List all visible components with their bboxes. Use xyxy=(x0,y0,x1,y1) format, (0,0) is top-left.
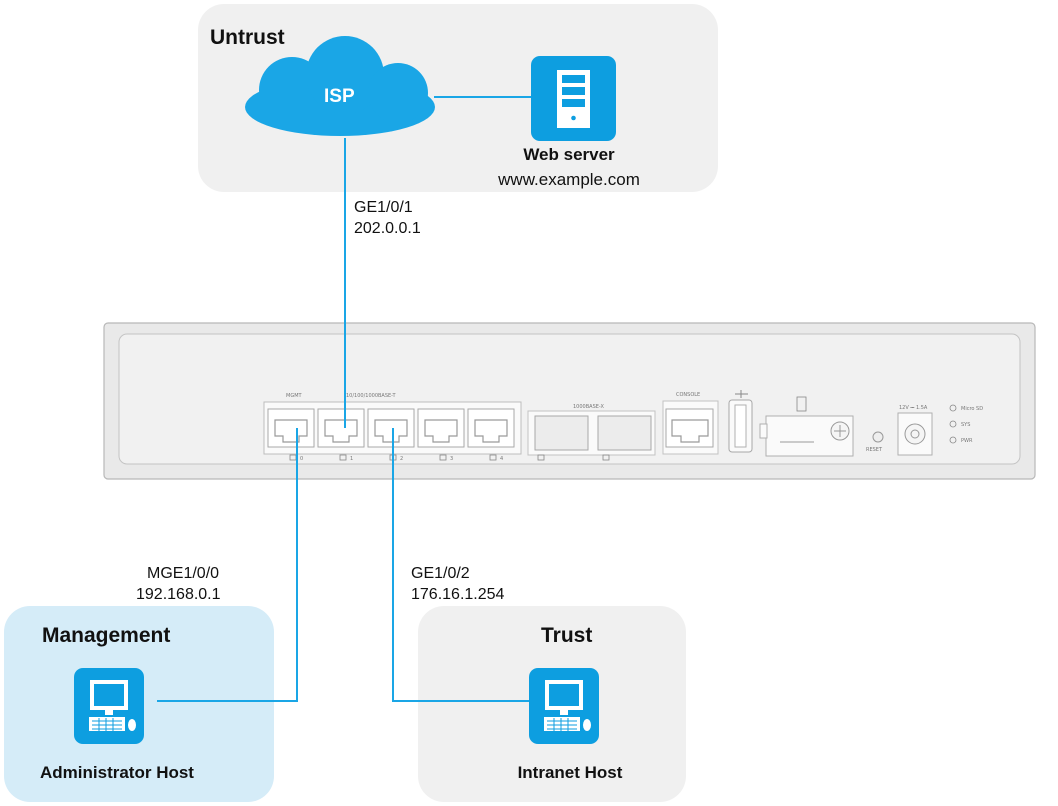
sfp-ports-label: 1000BASE-X xyxy=(573,404,604,410)
rj45-port-1[interactable] xyxy=(317,408,365,448)
reset-label: RESET xyxy=(866,447,883,453)
admin-host-label: Administrator Host xyxy=(40,763,194,782)
sfp-port-group xyxy=(527,410,656,461)
isp-cloud-icon xyxy=(245,36,435,136)
firewall-device: MGMT 10/100/1000BASE-T 1000BASE-X CONSOL… xyxy=(103,322,1036,480)
web-server-url: www.example.com xyxy=(498,170,640,189)
network-links xyxy=(157,96,533,702)
rj45-port-0[interactable] xyxy=(267,408,315,448)
led-label-sys: SYS xyxy=(961,422,970,428)
sfp-port-1[interactable] xyxy=(534,415,589,451)
console-port[interactable] xyxy=(662,400,719,455)
console-port-label: CONSOLE xyxy=(676,392,700,398)
rj45-port-4[interactable] xyxy=(467,408,515,448)
trust-zone-title: Trust xyxy=(541,624,593,647)
admin-host-icon xyxy=(74,668,144,744)
intranet-host-label: Intranet Host xyxy=(517,763,623,782)
untrust-zone-title: Untrust xyxy=(210,26,285,49)
rj45-port-2[interactable] xyxy=(367,408,415,448)
sfp-port-2[interactable] xyxy=(597,415,652,451)
link-ge1-0-2-intranet xyxy=(392,428,532,702)
port-number-2: 2 xyxy=(400,456,403,462)
copper-ports-label: 10/100/1000BASE-T xyxy=(346,393,397,399)
intranet-host-icon xyxy=(529,668,599,744)
mgmt-interface-ip: 192.168.0.1 xyxy=(136,586,221,603)
web-server-name: Web server xyxy=(523,145,615,164)
led-label-pwr: PWR xyxy=(961,438,973,444)
wan-interface-name: GE1/0/1 xyxy=(354,199,413,216)
link-mge1-0-0-admin xyxy=(157,428,298,702)
port-led-row: 0 1 2 3 4 xyxy=(289,454,503,462)
lan-interface-name: GE1/0/2 xyxy=(411,565,470,582)
mgmt-port-label: MGMT xyxy=(286,393,303,399)
rj45-port-3[interactable] xyxy=(417,408,465,448)
port-number-3: 3 xyxy=(450,456,453,462)
management-zone-title: Management xyxy=(42,624,171,647)
led-label-microsd: Micro SD xyxy=(961,406,983,412)
port-number-4: 4 xyxy=(500,456,503,462)
port-number-1: 1 xyxy=(350,456,353,462)
wan-interface-ip: 202.0.0.1 xyxy=(354,220,421,237)
reset-button[interactable] xyxy=(872,431,884,443)
web-server-icon xyxy=(531,56,616,141)
mgmt-interface-name: MGE1/0/0 xyxy=(147,565,220,582)
rj45-port-group xyxy=(263,401,522,455)
isp-label: ISP xyxy=(324,86,355,107)
usb-port[interactable] xyxy=(728,390,753,453)
power-label: 12V ⎓ 1.5A xyxy=(899,405,928,411)
status-leds: Micro SD SYS PWR xyxy=(949,404,983,444)
power-connector[interactable] xyxy=(897,412,933,456)
micro-sd-slot[interactable] xyxy=(759,396,854,457)
port-number-0: 0 xyxy=(300,456,303,462)
lan-interface-ip: 176.16.1.254 xyxy=(411,586,505,603)
